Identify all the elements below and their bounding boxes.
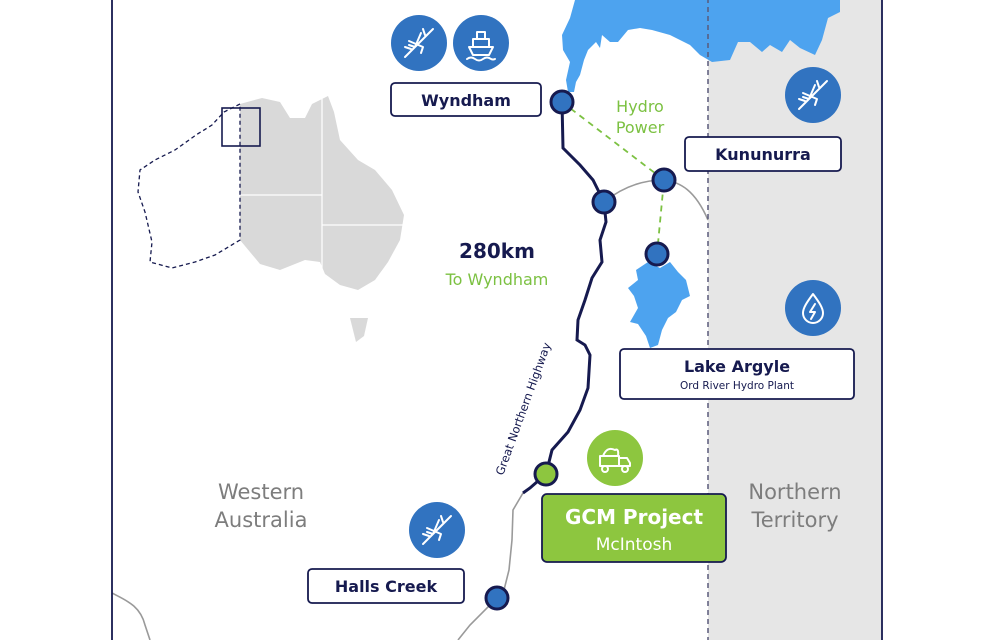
airplane-icon xyxy=(391,15,447,71)
hydro-power-icon xyxy=(785,280,841,336)
hydro-power-label-1: Hydro xyxy=(616,97,664,116)
secondary-road xyxy=(457,492,524,640)
lake-argyle-water xyxy=(628,262,690,348)
hydro-power-line xyxy=(561,101,665,255)
svg-text:Lake Argyle: Lake Argyle xyxy=(684,357,790,376)
wyndham-label[interactable]: Wyndham xyxy=(390,82,542,117)
gcm-project-label[interactable]: GCM Project McIntosh xyxy=(541,493,727,563)
western-australia-label-1: Western xyxy=(218,480,304,504)
hydro-power-label-2: Power xyxy=(616,118,665,137)
svg-text:McIntosh: McIntosh xyxy=(596,535,673,555)
ocean-water xyxy=(562,0,840,92)
lake-argyle-node[interactable] xyxy=(644,241,670,267)
australia-inset-map xyxy=(137,96,404,342)
svg-text:Wyndham: Wyndham xyxy=(421,91,511,110)
kununurra-node[interactable] xyxy=(651,167,677,193)
northern-territory-label-1: Northern xyxy=(748,480,841,504)
svg-text:GCM Project: GCM Project xyxy=(565,505,703,529)
distance-label: 280km xyxy=(459,239,535,263)
lake-argyle-label[interactable]: Lake Argyle Ord River Hydro Plant xyxy=(619,348,855,400)
western-australia-label-2: Australia xyxy=(215,508,308,532)
svg-text:Kununurra: Kununurra xyxy=(715,145,811,164)
halls-creek-node[interactable] xyxy=(484,585,510,611)
northern-territory-label-2: Territory xyxy=(750,508,838,532)
ship-icon xyxy=(453,15,509,71)
airplane-icon xyxy=(409,502,465,558)
map-frame xyxy=(111,0,883,640)
svg-text:Ord River Hydro Plant: Ord River Hydro Plant xyxy=(680,380,794,392)
wyndham-node[interactable] xyxy=(549,89,575,115)
gcm-project-node[interactable] xyxy=(533,461,559,487)
mining-truck-icon xyxy=(587,430,643,486)
great-northern-highway-road xyxy=(522,101,608,495)
kununurra-label[interactable]: Kununurra xyxy=(684,136,842,172)
airplane-icon xyxy=(785,67,841,123)
halls-creek-label[interactable]: Halls Creek xyxy=(307,568,465,604)
junction-node[interactable] xyxy=(591,189,617,215)
distance-sublabel: To Wyndham xyxy=(445,270,549,289)
inset-highlight-box xyxy=(221,107,261,147)
secondary-road xyxy=(112,592,151,640)
svg-text:Halls Creek: Halls Creek xyxy=(335,577,438,596)
